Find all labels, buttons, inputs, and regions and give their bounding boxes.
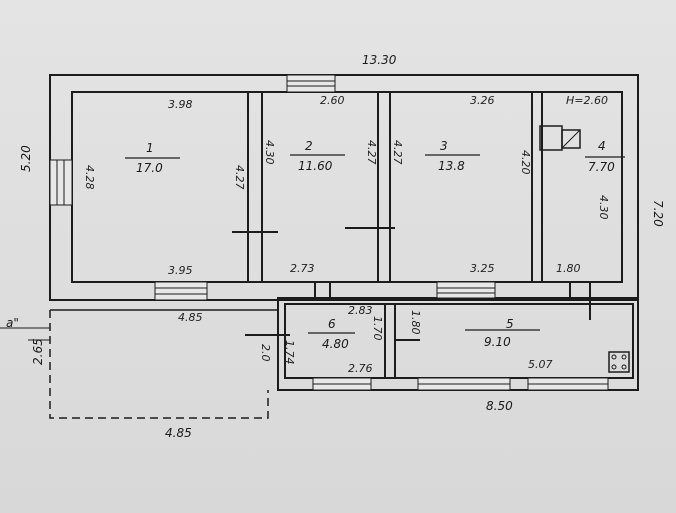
room-4-number: 4 [598, 139, 606, 153]
room-2-area: 11.60 [298, 159, 333, 173]
window-mid-2 [436, 281, 496, 299]
room-3-dim-bottom: 3.25 [470, 262, 495, 275]
room-5-dim-bottom: 5.07 [528, 358, 553, 371]
partition-3-4 [531, 91, 543, 283]
room-4-dim-right: 4.30 [597, 195, 610, 220]
outer-wall-main [49, 74, 639, 301]
stove-icon [539, 125, 581, 151]
partition-1-2 [247, 91, 263, 283]
dim-total-top: 13.30 [362, 53, 397, 67]
room-6-dim-left: 1.74 [283, 340, 296, 365]
window-mid-1 [154, 281, 208, 301]
room-5-dim-left: 1.80 [409, 310, 422, 335]
room-4-dim-bottom: 1.80 [556, 262, 581, 275]
room-1-dim-left: 4.28 [83, 165, 96, 190]
room-6-area: 4.80 [322, 337, 349, 351]
room-2-dim-bottom: 2.73 [290, 262, 315, 275]
dim-total-bottom: 8.50 [486, 399, 513, 413]
room-5-area: 9.10 [484, 335, 511, 349]
room-3-dim-top: 3.26 [470, 94, 495, 107]
room-6-dim-bottom: 2.76 [348, 362, 373, 375]
room-3-number: 3 [440, 139, 448, 153]
inner-wall-main [71, 91, 623, 283]
room-2-dim-left: 4.30 [263, 140, 276, 165]
window-left [49, 159, 73, 206]
room-3-dim-right: 4.20 [519, 150, 532, 175]
annex-outline [49, 310, 269, 419]
room-1-dim-top: 3.98 [168, 98, 193, 111]
room-1-dim-right: 4.27 [233, 165, 246, 190]
room-6-dim-right: 1.70 [371, 316, 384, 341]
partition-6-5 [384, 303, 396, 379]
room-5-number: 5 [506, 317, 514, 331]
room-1-dim-bottom: 3.95 [168, 264, 193, 277]
room-1-area: 17.0 [136, 161, 163, 175]
annex-height: 2.65 [31, 338, 45, 365]
room-6-number: 6 [328, 317, 336, 331]
window-top [286, 74, 336, 93]
cooker-icon [608, 351, 630, 373]
room-6-dim-door: 2.0 [259, 344, 272, 362]
room-1-number: 1 [146, 141, 154, 155]
room-3-dim-left: 4.27 [391, 140, 404, 165]
dim-total-left: 5.20 [19, 145, 33, 172]
annex-marker: а" [6, 316, 19, 330]
annex-width: 4.85 [165, 426, 192, 440]
dim-total-right: 7.20 [651, 200, 665, 227]
window-bottom-1 [312, 377, 372, 391]
window-bottom-2 [417, 377, 511, 391]
room-3-area: 13.8 [438, 159, 465, 173]
room-4-area: 7.70 [588, 160, 615, 174]
room-6-dim-top: 2.83 [348, 304, 373, 317]
room-2-dim-right: 4.27 [365, 140, 378, 165]
partition-2-3 [377, 91, 391, 283]
window-bottom-3 [527, 377, 609, 391]
annex-top-edge: 4.85 [178, 311, 203, 324]
room-4-height: H=2.60 [566, 94, 608, 107]
room-2-number: 2 [305, 139, 313, 153]
room-2-dim-top: 2.60 [320, 94, 345, 107]
